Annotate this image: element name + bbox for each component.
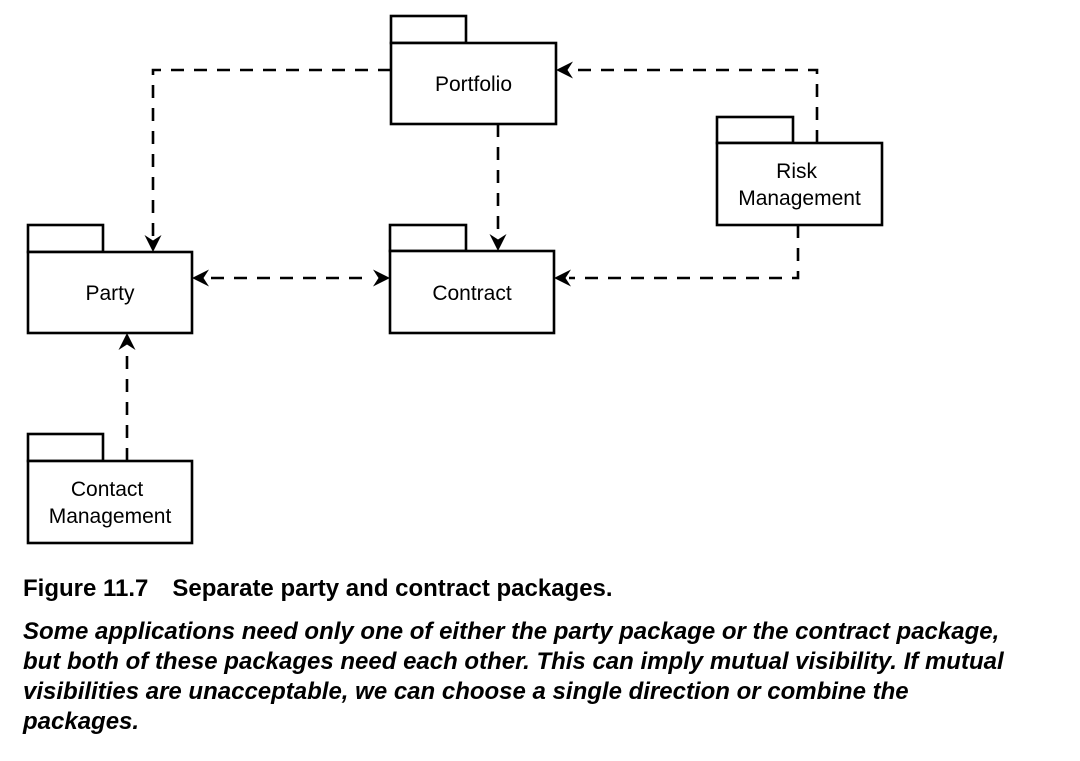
description-line: but both of these packages need each oth… [23, 648, 1004, 675]
arrow-portfolio-to-contract [489, 124, 507, 251]
figure-caption-title: Separate party and contract packages. [172, 575, 613, 602]
uml-package-diagram: Portfolio Risk Management Party Contract… [26, 14, 884, 545]
package-contract: Contract [388, 223, 556, 335]
package-body [389, 41, 558, 126]
package-label: Party [85, 282, 135, 305]
package-risk-management: Risk Management [715, 115, 884, 227]
arrow-risk-management-to-contract [554, 225, 800, 287]
package-tab [26, 432, 105, 463]
figure-caption-label: Figure 11.7 [23, 575, 149, 602]
arrow-portfolio-to-party [144, 68, 391, 252]
description-line: Some applications need only one of eithe… [23, 618, 1000, 645]
package-label: Risk Management [738, 160, 861, 210]
package-label: Contract [432, 282, 512, 305]
package-party: Party [26, 223, 194, 335]
package-body [715, 141, 884, 227]
package-body [26, 459, 194, 545]
figure-caption: Figure 11.7 Separate party and contract p… [23, 575, 613, 603]
package-label: Portfolio [435, 73, 512, 96]
package-tab [715, 115, 795, 145]
package-portfolio: Portfolio [389, 14, 558, 126]
package-tab [389, 14, 468, 45]
arrow-contact-management-to-party [118, 333, 136, 461]
package-body [26, 250, 194, 335]
package-contact-management: Contact Management [26, 432, 194, 545]
dependency-arrows [118, 61, 819, 461]
package-tab [388, 223, 468, 253]
package-body [388, 249, 556, 335]
arrow-party-contract-mutual [192, 269, 390, 287]
package-tab [26, 223, 105, 254]
package-label: Contact Management [49, 478, 172, 528]
figure-description: Some applications need only one of eithe… [23, 617, 1004, 737]
description-line: packages. [23, 708, 140, 735]
description-line: visibilities are unacceptable, we can ch… [23, 678, 909, 705]
arrow-risk-management-to-portfolio [556, 61, 819, 143]
